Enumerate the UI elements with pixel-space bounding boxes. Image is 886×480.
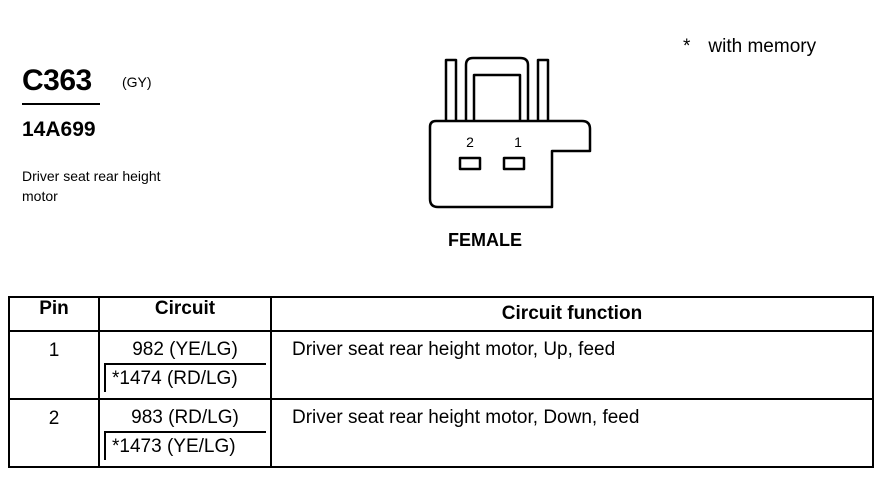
memory-note-text: with memory: [708, 36, 817, 57]
connector-face-diagram: 2 1: [428, 56, 592, 209]
pin-table: Pin Circuit Circuit function 1 982 (YE/L…: [8, 296, 874, 468]
circuit-cell: 983 (RD/LG) *1473 (YE/LG): [98, 398, 272, 468]
pin-2-label: 2: [466, 134, 474, 150]
table-header-row: Pin Circuit Circuit function: [8, 296, 874, 332]
connector-description: Driver seat rear height motor: [22, 168, 161, 204]
part-number: 14A699: [22, 118, 96, 141]
header-circuit: Circuit: [98, 296, 272, 332]
pin-2-cavity: [458, 156, 482, 171]
right-latch-tab: [536, 58, 550, 122]
header-function: Circuit function: [270, 296, 874, 332]
pin-cell: 2: [8, 398, 100, 468]
circuit-memory: *1473 (YE/LG): [104, 433, 266, 460]
pin-1-cavity: [502, 156, 526, 171]
table-row: 2 983 (RD/LG) *1473 (YE/LG) Driver seat …: [8, 398, 874, 468]
circuit-memory: *1474 (RD/LG): [104, 365, 266, 392]
function-cell: Driver seat rear height motor, Up, feed: [270, 330, 874, 400]
function-text: Driver seat rear height motor, Up, feed: [292, 339, 616, 360]
circuit-standard: 983 (RD/LG): [104, 406, 266, 433]
function-text: Driver seat rear height motor, Down, fee…: [292, 407, 640, 428]
connector-body: [428, 119, 592, 209]
connector-color-code: (GY): [122, 74, 152, 90]
memory-note-symbol: *: [683, 36, 691, 57]
left-latch-tab: [444, 58, 458, 122]
function-cell: Driver seat rear height motor, Down, fee…: [270, 398, 874, 468]
connector-id: C363: [22, 64, 92, 97]
pin-1-label: 1: [514, 134, 522, 150]
connector-gender: FEMALE: [448, 230, 522, 250]
center-latch: [464, 56, 530, 122]
circuit-cell: 982 (YE/LG) *1474 (RD/LG): [98, 330, 272, 400]
connector-id-underline: [22, 103, 100, 105]
pin-cell: 1: [8, 330, 100, 400]
header-pin: Pin: [8, 296, 100, 332]
memory-note: * with memory: [683, 36, 816, 58]
table-row: 1 982 (YE/LG) *1474 (RD/LG) Driver seat …: [8, 330, 874, 400]
circuit-standard: 982 (YE/LG): [104, 338, 266, 365]
